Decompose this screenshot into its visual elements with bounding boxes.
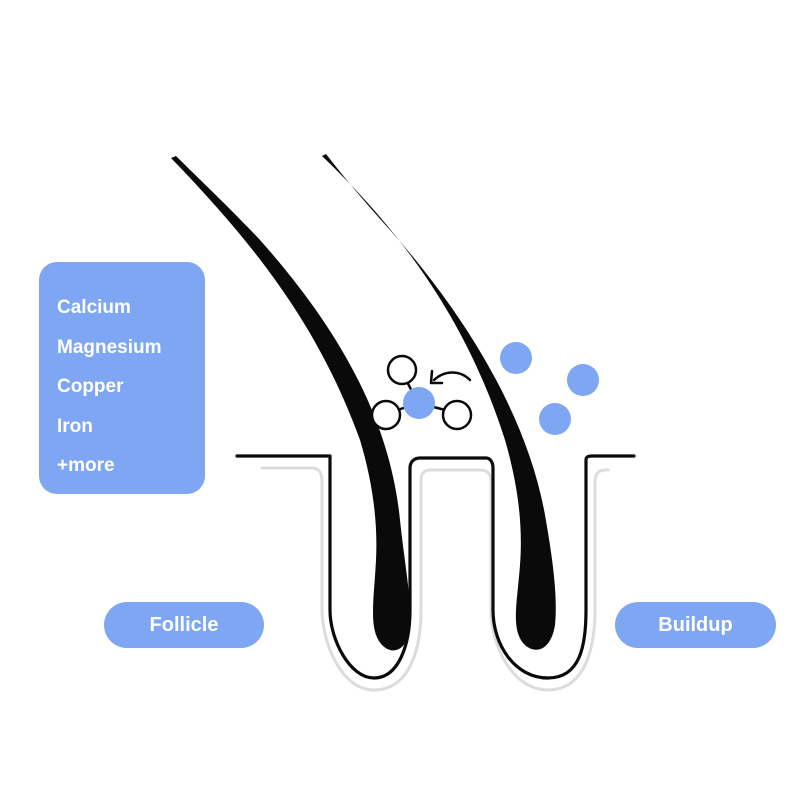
mineral-molecule-icon bbox=[370, 354, 473, 431]
mineral-particle-icon bbox=[500, 342, 532, 374]
mineral-list-box: Calcium Magnesium Copper Iron +more bbox=[39, 262, 205, 494]
mineral-particle-icon bbox=[539, 403, 571, 435]
binding-arrow-icon bbox=[429, 369, 472, 385]
mineral-item: +more bbox=[57, 455, 115, 476]
hair-strand-right-icon bbox=[322, 154, 556, 650]
scalp-shadow-outline bbox=[260, 466, 610, 692]
mineral-item: Calcium bbox=[57, 297, 131, 318]
mineral-particle-icon bbox=[567, 364, 599, 396]
mineral-item: Iron bbox=[57, 415, 93, 437]
mineral-item: Copper bbox=[57, 376, 124, 397]
follicle-label: Follicle bbox=[104, 602, 264, 648]
scalp-outline bbox=[235, 454, 636, 680]
buildup-label: Buildup bbox=[615, 602, 776, 648]
mineral-list: Calcium Magnesium Copper Iron +more bbox=[57, 288, 162, 486]
mineral-item: Magnesium bbox=[57, 336, 162, 358]
hair-strand-left-icon bbox=[171, 156, 411, 651]
